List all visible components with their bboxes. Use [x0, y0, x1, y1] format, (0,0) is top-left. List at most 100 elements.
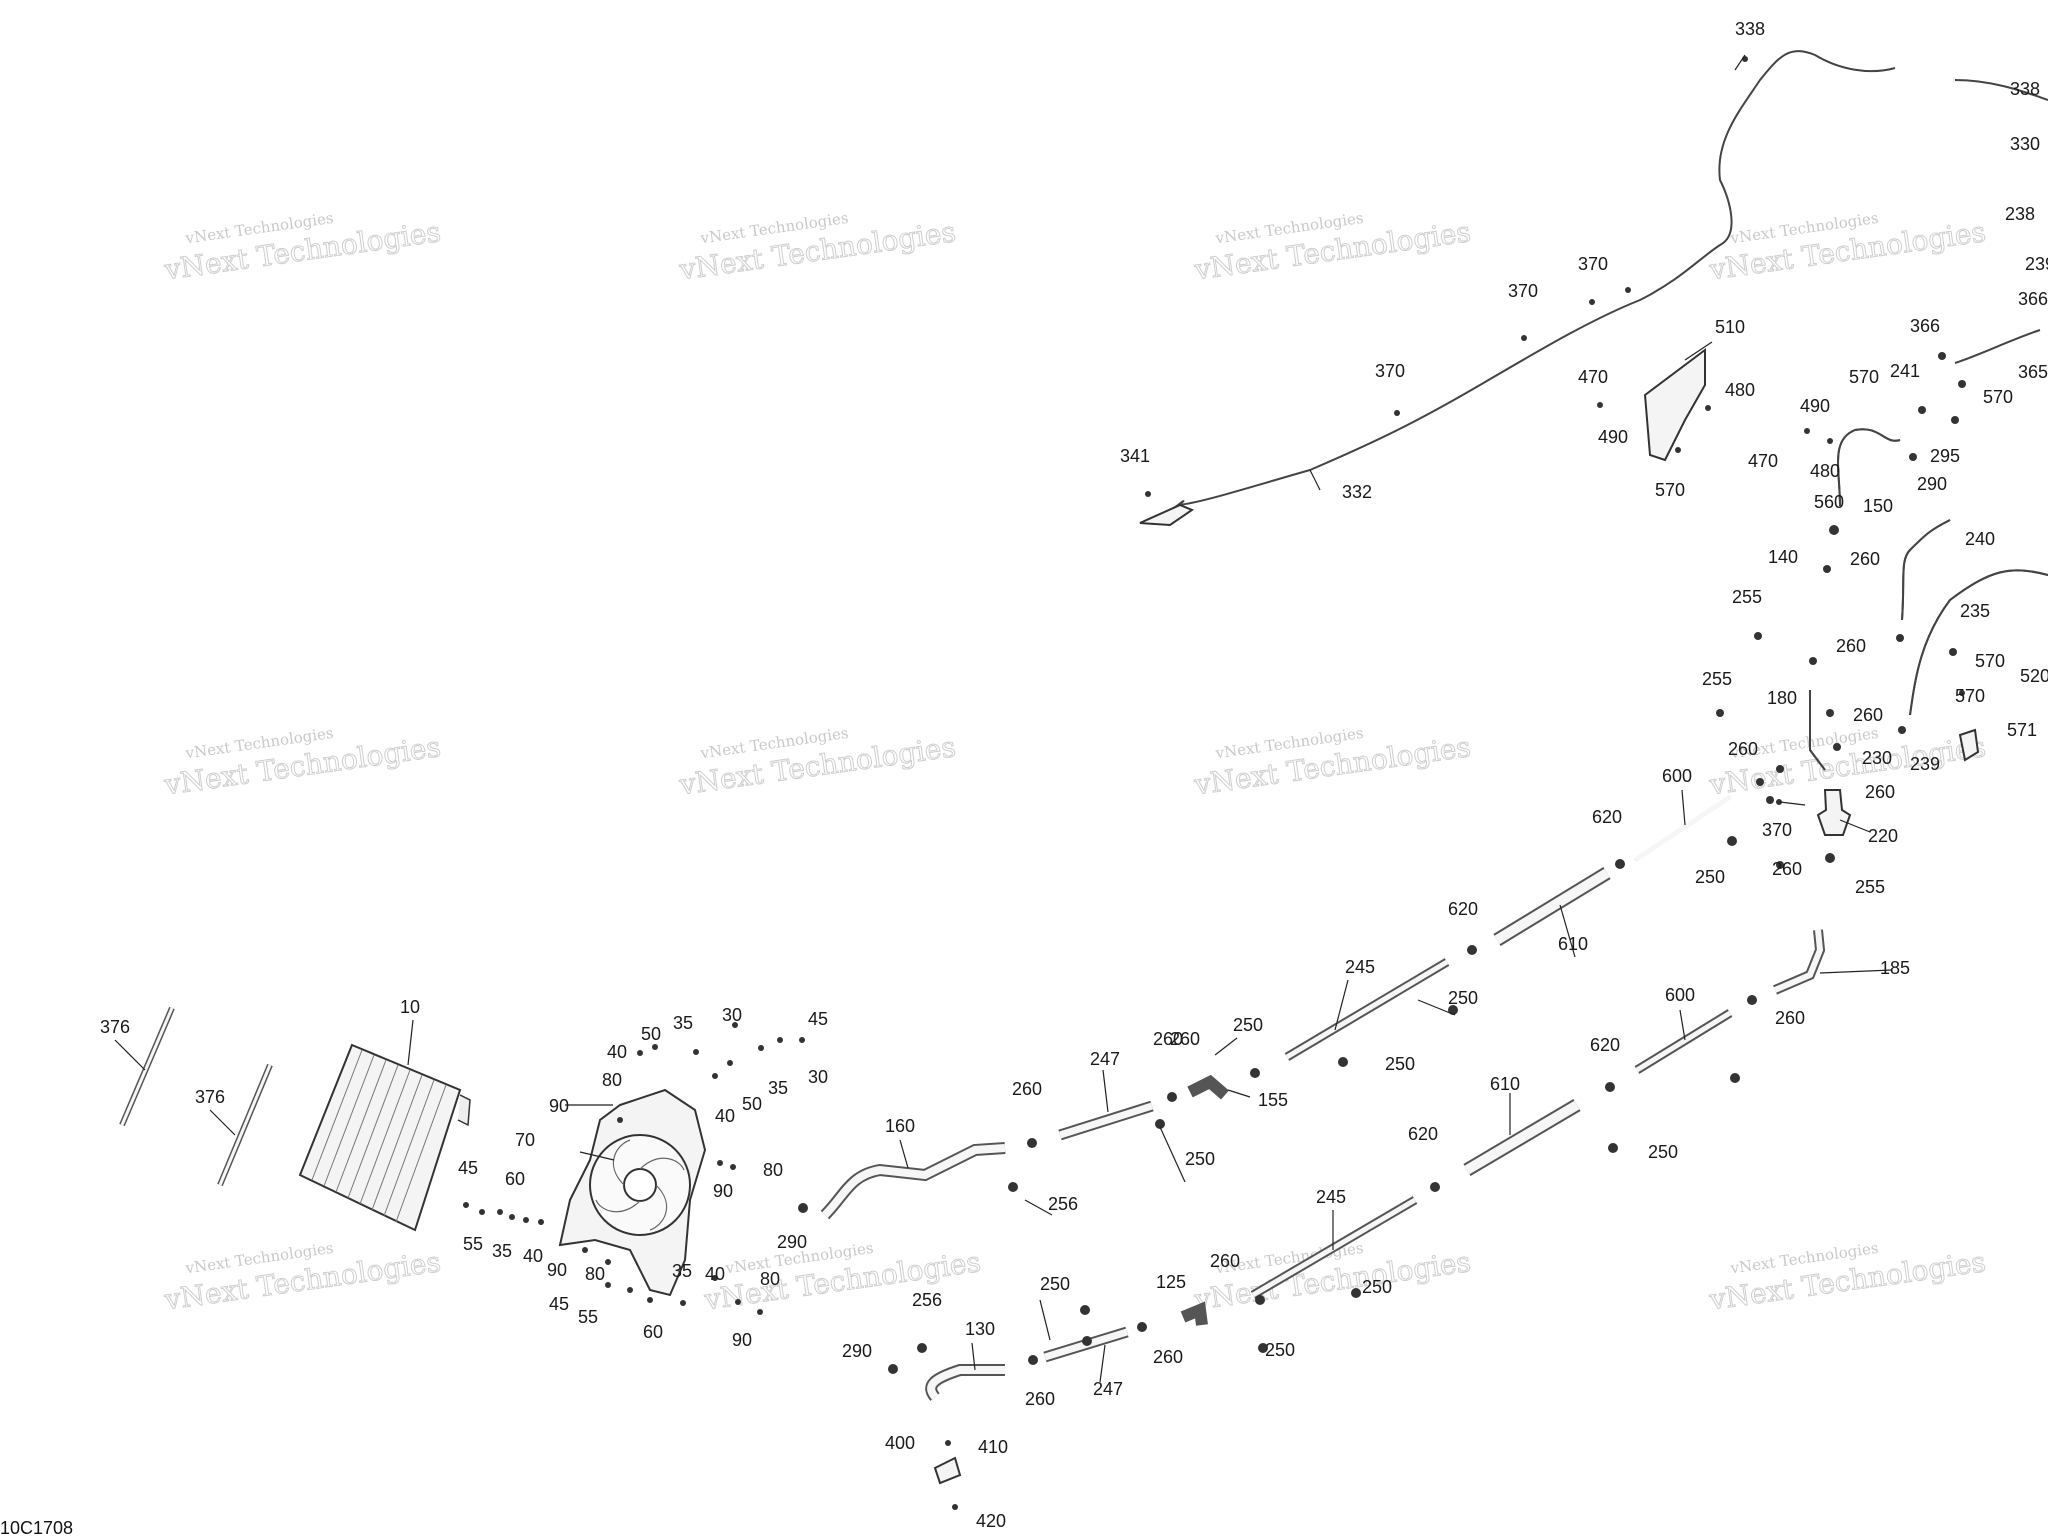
callout-label: 247 — [1093, 1379, 1123, 1399]
hose-240-inner — [1901, 519, 1951, 621]
callout-label: 125 — [1156, 1272, 1186, 1292]
callout-label: 290 — [1917, 474, 1947, 494]
callout-label: 40 — [523, 1246, 543, 1266]
callout-label: 45 — [549, 1294, 569, 1314]
tube-600-lower-inner — [1635, 1010, 1732, 1073]
callout-label: 160 — [885, 1116, 915, 1136]
callout-label: 235 — [1960, 601, 1990, 621]
callout-label: 40 — [715, 1106, 735, 1126]
callout-label: 490 — [1598, 427, 1628, 447]
callout-label: 60 — [643, 1322, 663, 1342]
callout-label: 570 — [1983, 387, 2013, 407]
callout-label: 80 — [602, 1070, 622, 1090]
callout-label: 55 — [463, 1234, 483, 1254]
callout-label: 180 — [1767, 688, 1797, 708]
callout-label: 290 — [777, 1232, 807, 1252]
callout-label: 250 — [1040, 1274, 1070, 1294]
callout-label: 480 — [1725, 380, 1755, 400]
radiator-10 — [298, 1043, 471, 1232]
callout-label: 45 — [808, 1009, 828, 1029]
line-365 — [1954, 329, 2041, 364]
hose-150-inner — [1837, 428, 1901, 507]
hose-235-inner — [1909, 569, 2048, 716]
callout-label: 571 — [2007, 720, 2037, 740]
callout-label: 330 — [2010, 134, 2040, 154]
callout-label: 30 — [722, 1005, 742, 1025]
callout-label: 260 — [1836, 636, 1866, 656]
tube-610-lower-inner — [1464, 1100, 1580, 1175]
callout-label: 620 — [1448, 899, 1478, 919]
fan-shroud-70 — [558, 1088, 707, 1297]
parts — [119, 50, 2048, 1510]
callout-label: 338 — [2010, 79, 2040, 99]
callout-label: 600 — [1665, 985, 1695, 1005]
callout-label: 250 — [1385, 1054, 1415, 1074]
callout-label: 239 — [2025, 254, 2048, 274]
hose-185-inner — [1773, 929, 1824, 993]
callout-label: 570 — [1849, 367, 1879, 387]
callout-label: 80 — [763, 1160, 783, 1180]
callout-label: 338 — [1735, 19, 1765, 39]
callout-label: 490 — [1800, 396, 1830, 416]
callout-label: 250 — [1362, 1277, 1392, 1297]
callout-label: 90 — [713, 1181, 733, 1201]
callout-label: 260 — [1170, 1029, 1200, 1049]
callout-label: 35 — [768, 1078, 788, 1098]
bracket-400 — [933, 1456, 962, 1485]
callout-label: 420 — [976, 1511, 1006, 1531]
callout-label: 341 — [1120, 446, 1150, 466]
callout-label: 220 — [1868, 826, 1898, 846]
callout-label: 260 — [1153, 1029, 1183, 1049]
callout-label: 290 — [842, 1341, 872, 1361]
callout-label: 155 — [1258, 1090, 1288, 1110]
callout-label: 35 — [492, 1241, 512, 1261]
rod-376-a-inner — [120, 1007, 174, 1126]
callouts: 338 338 330 238 239 366 366 365 370 370 … — [100, 19, 2048, 1531]
callout-label: 480 — [1810, 461, 1840, 481]
callout-label: 250 — [1648, 1142, 1678, 1162]
callout-label: 90 — [549, 1096, 569, 1116]
elbow-155 — [1187, 1074, 1229, 1100]
callout-label: 50 — [742, 1094, 762, 1114]
callout-label: 376 — [100, 1017, 130, 1037]
callout-label: 366 — [2018, 289, 2048, 309]
callout-label: 80 — [585, 1264, 605, 1284]
callout-label: 250 — [1695, 867, 1725, 887]
figure-reference: 10C1708 — [0, 1518, 73, 1536]
tube-610-upper-inner — [1494, 868, 1610, 945]
callout-label: 570 — [1975, 651, 2005, 671]
callout-label: 260 — [1025, 1389, 1055, 1409]
callout-label: 60 — [505, 1169, 525, 1189]
callout-label: 150 — [1863, 496, 1893, 516]
callout-label: 130 — [965, 1319, 995, 1339]
callout-label: 55 — [578, 1307, 598, 1327]
callout-label: 260 — [1850, 549, 1880, 569]
line-330 — [1954, 79, 2048, 101]
callout-label: 238 — [2005, 204, 2035, 224]
callout-label: 620 — [1408, 1124, 1438, 1144]
hose-180-inner — [1809, 690, 1826, 771]
callout-label: 400 — [885, 1433, 915, 1453]
callout-label: 256 — [1048, 1194, 1078, 1214]
valve-220 — [1816, 789, 1852, 836]
callout-label: 376 — [195, 1087, 225, 1107]
callout-label: 366 — [1910, 316, 1940, 336]
callout-label: 240 — [1965, 529, 1995, 549]
callout-label: 260 — [1210, 1251, 1240, 1271]
callout-label: 40 — [607, 1042, 627, 1062]
callout-label: 250 — [1233, 1015, 1263, 1035]
callout-label: 10 — [400, 997, 420, 1017]
callout-label: 570 — [1955, 686, 1985, 706]
callout-label: 332 — [1342, 482, 1372, 502]
callout-label: 80 — [760, 1269, 780, 1289]
callout-label: 35 — [673, 1013, 693, 1033]
callout-label: 247 — [1090, 1049, 1120, 1069]
callout-label: 260 — [1012, 1079, 1042, 1099]
callout-label: 370 — [1578, 254, 1608, 274]
callout-label: 260 — [1865, 782, 1895, 802]
callout-label: 255 — [1855, 877, 1885, 897]
callout-label: 255 — [1732, 587, 1762, 607]
callout-label: 370 — [1762, 820, 1792, 840]
callout-label: 239 — [1910, 754, 1940, 774]
callout-label: 410 — [978, 1437, 1008, 1457]
